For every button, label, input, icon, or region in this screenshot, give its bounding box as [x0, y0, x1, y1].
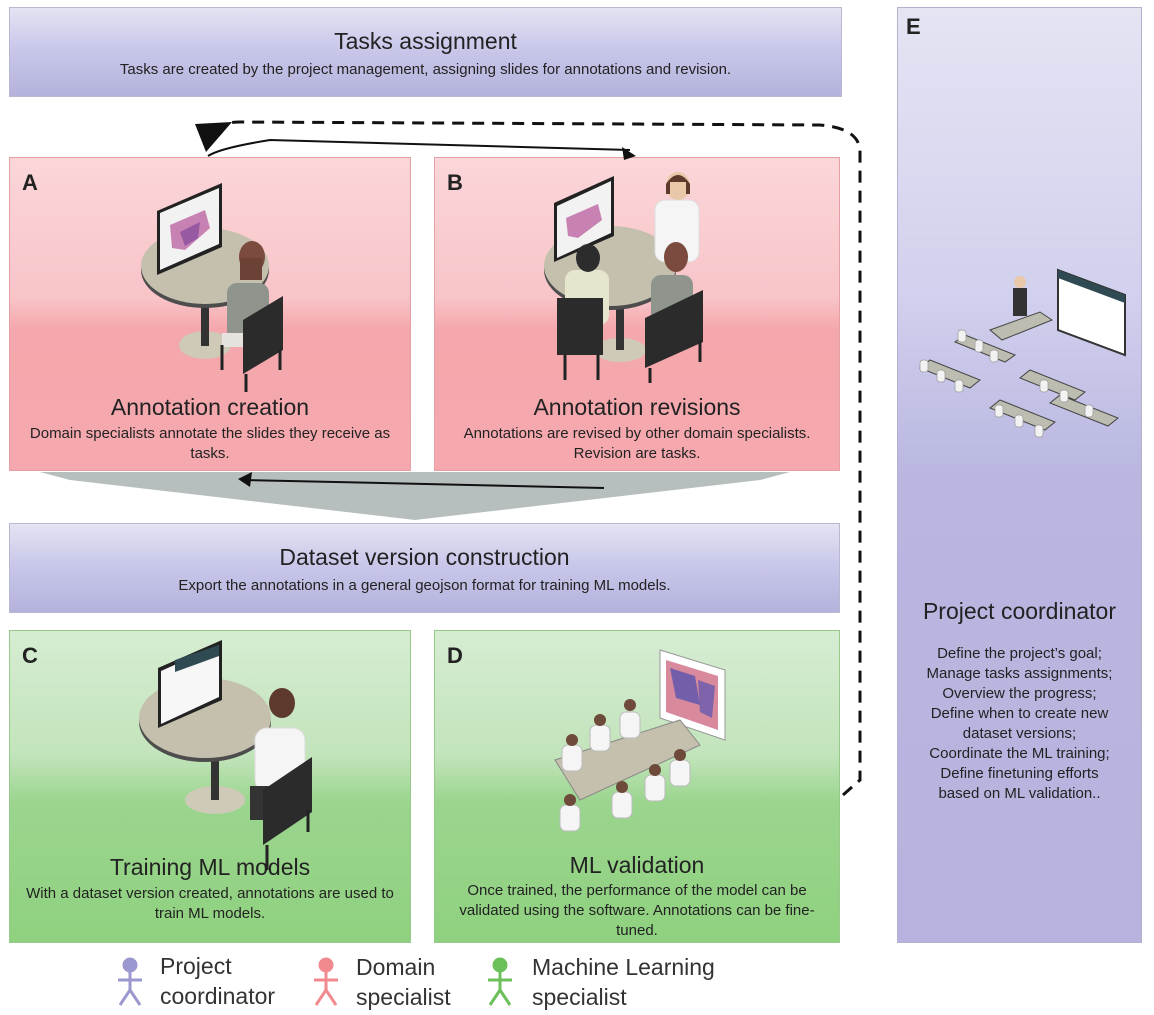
- panel-description: Domain specialists annotate the slides t…: [29, 425, 391, 462]
- duty-item: dataset versions;: [962, 725, 1077, 742]
- classroom-illustration: [919, 268, 1126, 438]
- arrowhead-icon: [622, 147, 636, 160]
- legend-line: coordinator: [160, 983, 276, 1009]
- panel-title: Annotation creation: [110, 394, 310, 420]
- panel-description: Annotations are revised by other domain …: [463, 425, 811, 462]
- panel-letter: B: [447, 170, 463, 195]
- duty-item: Coordinate the ML training;: [929, 745, 1110, 762]
- panel-title: Annotation revisions: [533, 394, 741, 420]
- coordinator-title: Project coordinator: [922, 598, 1117, 624]
- arrowhead-icon: [195, 122, 232, 152]
- dataset-version-bar: Dataset version construction Export the …: [9, 523, 840, 613]
- duty-item: Define finetuning efforts: [940, 765, 1099, 782]
- dataset-version-subtitle: Export the annotations in a general geoj…: [178, 577, 671, 594]
- legend-label-domain: Domain specialist: [356, 952, 451, 1012]
- revision-illustration: [544, 172, 703, 383]
- annotator-illustration: [141, 183, 283, 392]
- assign-arrow: [207, 138, 631, 157]
- legend-person-icon-ml: [488, 957, 512, 1006]
- arrowhead-icon: [238, 472, 252, 487]
- legend-label-coordinator: Project coordinator: [160, 951, 275, 1011]
- legend-line: Machine Learning: [532, 954, 715, 980]
- dataset-version-title: Dataset version construction: [279, 544, 570, 570]
- panel-title: Training ML models: [109, 854, 311, 880]
- duty-item: Define the project’s goal;: [937, 645, 1102, 662]
- panel-letter: C: [22, 643, 38, 668]
- duty-item: based on ML validation..: [938, 785, 1101, 802]
- duty-item: Overview the progress;: [942, 685, 1097, 702]
- tasks-assignment-title: Tasks assignment: [334, 28, 517, 54]
- tasks-assignment-bar: Tasks assignment Tasks are created by th…: [9, 7, 842, 97]
- legend-line: Project: [160, 953, 232, 979]
- coordinator-duties: Define the project’s goal; Manage tasks …: [898, 644, 1141, 804]
- panel-description: Once trained, the performance of the mod…: [459, 882, 815, 939]
- legend-person-icon-domain: [314, 957, 338, 1006]
- panel-letter: E: [906, 14, 921, 39]
- duty-item: Define when to create new: [930, 705, 1109, 722]
- panel-title: ML validation: [569, 852, 705, 878]
- panel-project-coordinator: E Project coordinator Define the project…: [897, 7, 1142, 943]
- ml-training-illustration: [139, 640, 312, 870]
- legend-person-icon-coordinator: [118, 957, 142, 1006]
- panel-letter: A: [22, 170, 38, 195]
- revision-arrow: [244, 479, 605, 489]
- tasks-assignment-subtitle: Tasks are created by the project managem…: [119, 61, 732, 78]
- legend-line: Domain: [356, 954, 436, 980]
- funnel-shape: [40, 472, 790, 520]
- legend-line: specialist: [356, 984, 451, 1010]
- legend-label-ml: Machine Learning specialist: [532, 952, 715, 1012]
- legend-line: specialist: [532, 984, 627, 1010]
- ml-validation-illustration: [554, 649, 726, 832]
- duty-item: Manage tasks assignments;: [926, 665, 1113, 682]
- panel-ml-validation: D ML validation Once trained, the perfor…: [434, 630, 840, 943]
- panel-description: With a dataset version created, annotati…: [26, 885, 394, 922]
- feedback-dashed-arrow: [208, 120, 862, 797]
- panel-annotation-revisions: B Annotation revisions Annotations are r…: [434, 157, 840, 471]
- panel-letter: D: [447, 643, 463, 668]
